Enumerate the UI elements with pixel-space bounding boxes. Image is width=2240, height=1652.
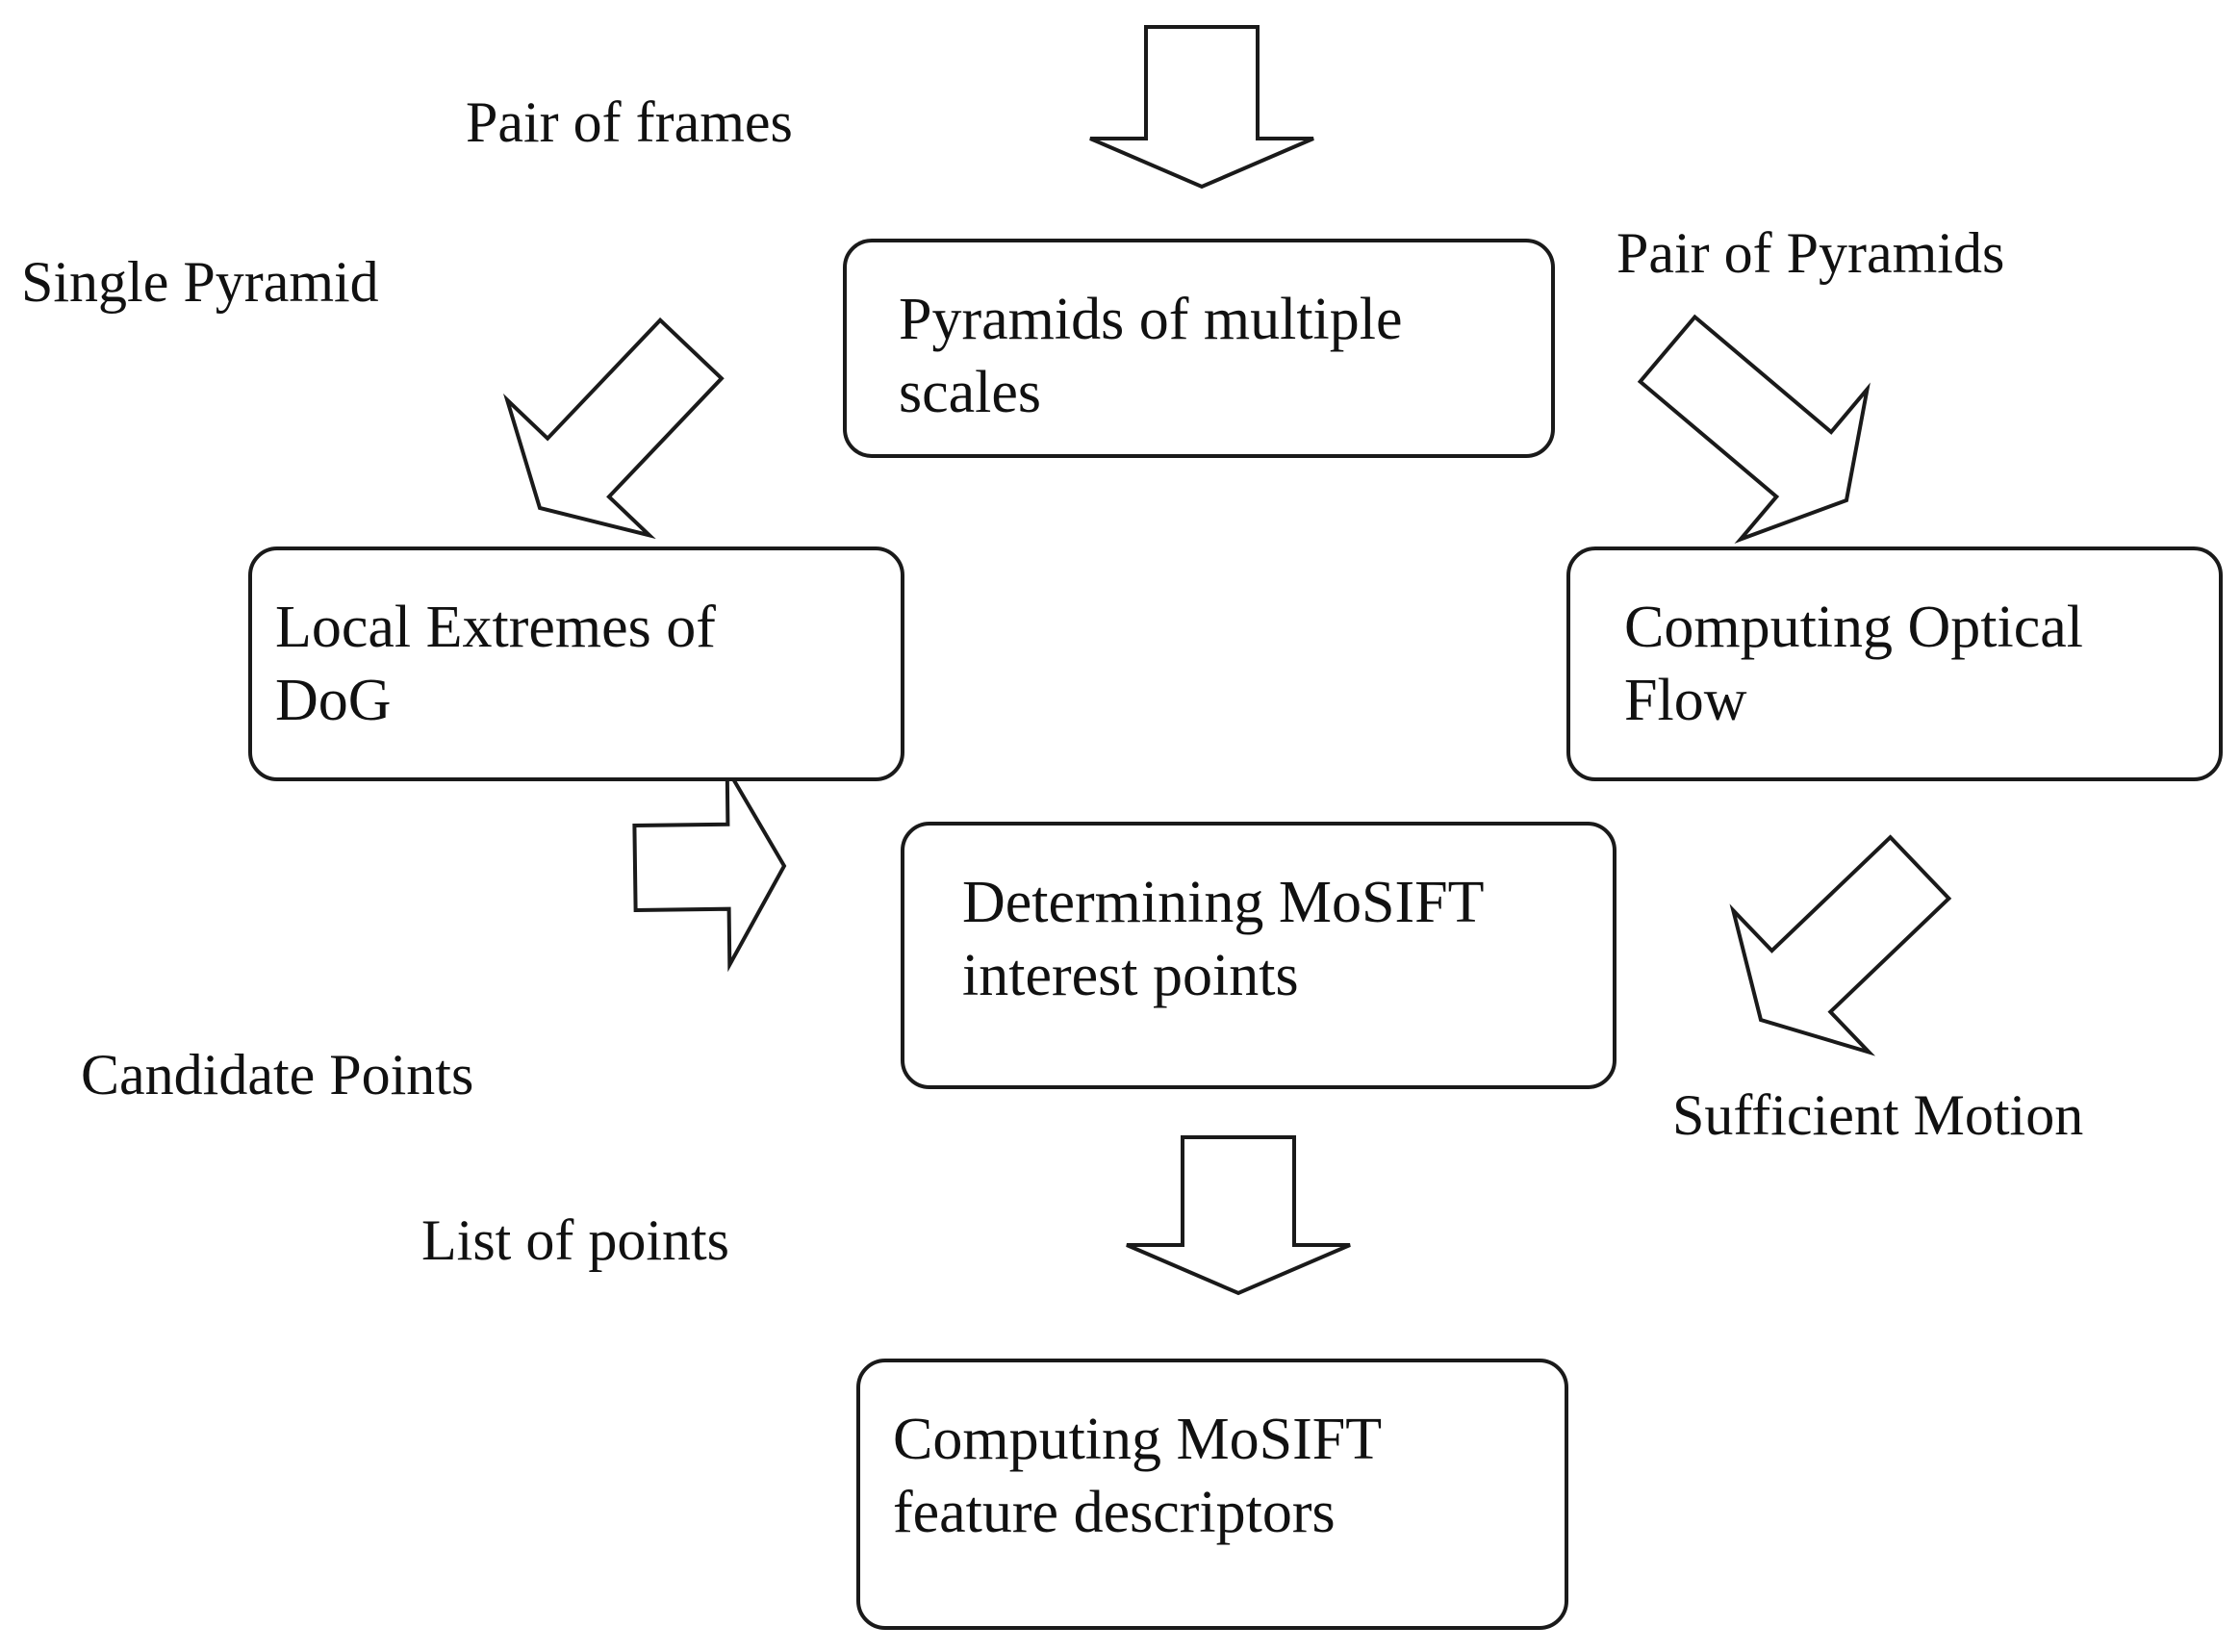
node-local-extremes-line1: Local Extremes of [275,595,716,660]
node-computing-mosift-feature-descriptors: Computing MoSIFT feature descriptors [856,1359,1568,1630]
node-optical-flow-line1: Computing Optical [1624,595,2084,660]
label-pair-of-pyramids: Pair of Pyramids [1616,221,2005,285]
arrow-mosift-to-descriptors [1126,1135,1351,1296]
node-descriptors-line1: Computing MoSIFT [893,1407,1383,1472]
arrow-pyramids-to-flow [1637,314,1871,544]
node-local-extremes-line2: DoG [275,668,392,733]
arrow-flow-to-mosift [1729,834,1952,1056]
node-determining-mosift-interest-points: Determining MoSIFT interest points [901,822,1616,1089]
label-candidate-points: Candidate Points [81,1043,474,1106]
arrow-pyramids-to-dog [502,317,725,540]
node-optical-flow-line2: Flow [1624,668,1747,733]
label-single-pyramid: Single Pyramid [21,250,379,314]
label-list-of-points: List of points [421,1208,730,1272]
node-mosift-points-line2: interest points [962,943,1299,1008]
label-sufficient-motion: Sufficient Motion [1672,1083,2084,1147]
node-computing-optical-flow: Computing Optical Flow [1566,546,2223,781]
node-local-extremes-of-dog: Local Extremes of DoG [248,546,904,781]
node-mosift-points-line1: Determining MoSIFT [962,870,1485,935]
node-pyramids-line1: Pyramids of multiple [899,287,1403,352]
arrow-dog-to-mosift [632,761,787,973]
arrow-frames-to-pyramids [1089,25,1314,190]
node-pyramids-line2: scales [899,360,1042,425]
node-pyramids-of-multiple-scales: Pyramids of multiple scales [843,239,1555,458]
node-descriptors-line2: feature descriptors [893,1480,1336,1545]
label-pair-of-frames: Pair of frames [466,90,793,154]
